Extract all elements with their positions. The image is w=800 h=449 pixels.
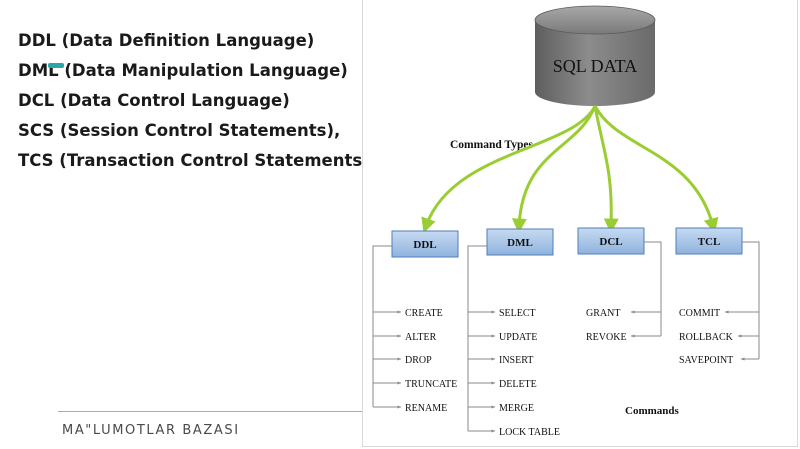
command-types-label: Command Types [450, 139, 533, 151]
dml-command-insert: INSERT [499, 355, 533, 366]
group-label-dcl: DCL [599, 236, 622, 248]
bullet-dml: DML (Data Manipulation Language) [18, 61, 348, 80]
group-label-tcl: TCL [698, 236, 721, 248]
bullet-tcs: TCS (Transaction Control Statements) [18, 151, 370, 170]
group-label-ddl: DDL [413, 239, 436, 251]
group-box-tcl: TCL [675, 227, 743, 255]
arrow-to-dcl [593, 105, 619, 234]
dcl-command-revoke: REVOKE [586, 332, 627, 343]
connector-lines [372, 241, 760, 433]
ddl-command-drop: DROP [405, 355, 432, 366]
group-box-dml: DML [486, 228, 554, 256]
dcl-command-list: GRANT REVOKE [586, 308, 627, 343]
arrow-to-ddl [421, 105, 597, 234]
tcl-command-savepoint: SAVEPOINT [679, 355, 733, 366]
dml-command-lock-table: LOCK TABLE [499, 427, 560, 438]
tcl-command-rollback: ROLLBACK [679, 332, 734, 343]
ddl-command-truncate: TRUNCATE [405, 379, 457, 390]
ddl-command-alter: ALTER [405, 332, 437, 343]
dml-command-update: UPDATE [499, 332, 537, 343]
footer-title: MA"LUMOTLAR BAZASI [62, 423, 240, 438]
sql-command-diagram: SQL DATA Command Types DDL DML DCL TCL [362, 0, 798, 447]
group-box-ddl: DDL [391, 230, 459, 258]
command-type-arrows [421, 105, 719, 234]
dcl-command-grant: GRANT [586, 308, 620, 319]
diagram-canvas: SQL DATA Command Types DDL DML DCL TCL [372, 5, 760, 438]
group-box-dcl: DCL [577, 227, 645, 255]
bullet-ddl: DDL (Data Definition Language) [18, 31, 315, 50]
arrow-to-dml [511, 105, 597, 234]
bullet-list: DDL (Data Definition Language) DML (Data… [18, 30, 370, 180]
slide-text-panel: DDL (Data Definition Language) DML (Data… [0, 0, 370, 449]
tcl-command-list: COMMIT ROLLBACK SAVEPOINT [679, 308, 734, 366]
tcl-command-commit: COMMIT [679, 308, 720, 319]
dml-command-delete: DELETE [499, 379, 537, 390]
bullet-scs: SCS (Session Control Statements), [18, 121, 341, 140]
dml-command-merge: MERGE [499, 403, 534, 414]
ddl-command-create: CREATE [405, 308, 443, 319]
database-label: SQL DATA [553, 56, 637, 76]
commands-label: Commands [625, 405, 680, 417]
footer-divider [58, 411, 364, 412]
ddl-command-rename: RENAME [405, 403, 447, 414]
group-label-dml: DML [507, 237, 533, 249]
database-cylinder-icon [534, 5, 656, 106]
accent-marker [48, 63, 64, 68]
ddl-command-list: CREATE ALTER DROP TRUNCATE RENAME [405, 308, 457, 414]
arrow-to-tcl [593, 105, 719, 234]
dml-command-select: SELECT [499, 308, 536, 319]
dml-command-list: SELECT UPDATE INSERT DELETE MERGE LOCK T… [499, 308, 560, 438]
bullet-dcl: DCL (Data Control Language) [18, 91, 290, 110]
